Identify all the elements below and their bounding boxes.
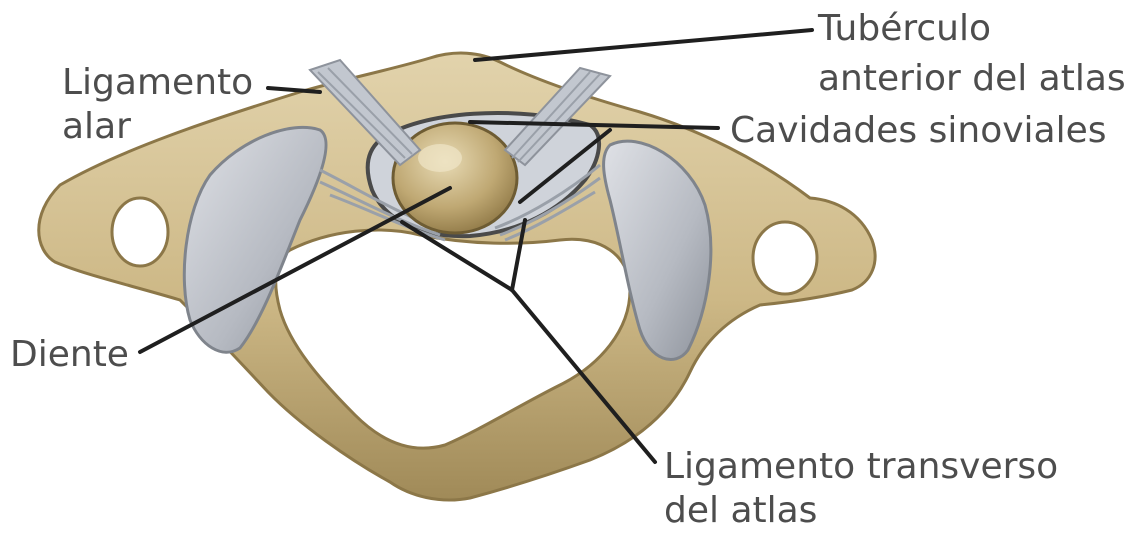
label-ligamento-transverso: Ligamento transverso del atlas [664,446,1070,531]
right-transverse-foramen [753,222,817,294]
left-transverse-foramen [112,198,168,266]
leader-tuberculo [475,30,812,60]
label-diente: Diente [10,334,129,375]
dens-highlight [418,144,462,172]
label-tuberculo: Tubérculo anterior del atlas [817,8,1126,99]
label-cavidades: Cavidades sinoviales [730,110,1107,151]
